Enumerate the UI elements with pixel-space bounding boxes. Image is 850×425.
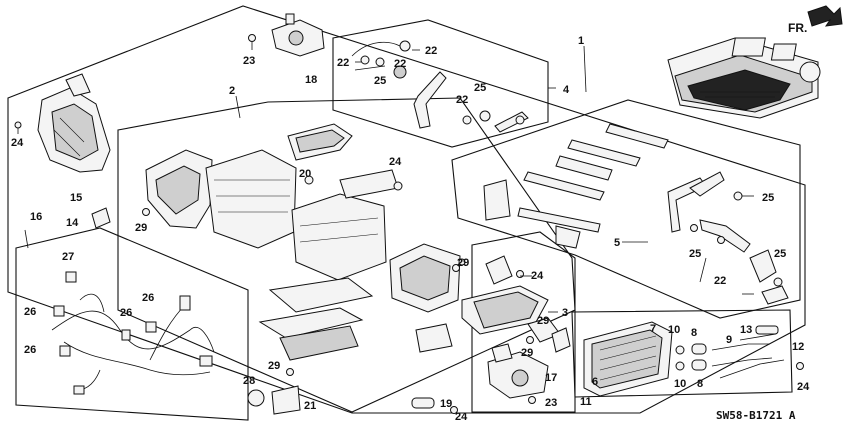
screw-24-right: [796, 362, 804, 370]
callout-14: 14: [66, 217, 79, 229]
callout-29e: 29: [268, 360, 280, 372]
callout-22e: 22: [714, 275, 726, 287]
door-link-parts: [351, 40, 529, 133]
callout-23a: 23: [243, 55, 255, 67]
callout-1: 1: [578, 35, 584, 47]
callout-17: 17: [545, 372, 557, 384]
callout-15: 15: [70, 192, 82, 204]
callout-28: 28: [243, 375, 255, 387]
callout-11: 11: [580, 396, 592, 408]
frame-mode-control: [451, 99, 801, 319]
callout-labels: 1 2 3 4 5 6 7 8 8 9 10 10 11 12 13 14 15…: [11, 35, 810, 423]
recirculation-actuator: [271, 13, 325, 57]
callout-26d: 26: [24, 344, 36, 356]
callout-3: 3: [562, 307, 568, 319]
callout-24a: 24: [11, 137, 24, 149]
callout-29b: 29: [457, 257, 469, 269]
callout-22a: 22: [425, 45, 437, 57]
callout-6: 6: [592, 376, 598, 388]
callout-26b: 26: [24, 306, 36, 318]
bottom-parts: [247, 385, 458, 415]
heater-case-parts: [142, 123, 466, 376]
callout-22c: 22: [394, 58, 406, 70]
frame-harness: [15, 227, 249, 421]
front-direction-label: FR.: [788, 21, 807, 35]
front-direction-arrow: FR.: [788, 5, 843, 35]
group-frames: [7, 5, 806, 421]
callout-27: 27: [62, 251, 74, 263]
callout-9: 9: [726, 334, 732, 346]
frame-door-links: [332, 19, 549, 148]
callout-22d: 22: [456, 94, 468, 106]
callout-25e: 25: [774, 248, 786, 260]
callout-22b: 22: [337, 57, 349, 69]
callout-29a: 29: [135, 222, 147, 234]
diagram-code: SW58-B1721 A: [716, 409, 796, 422]
heater-duct: [37, 73, 111, 173]
callout-19: 19: [440, 398, 452, 410]
callout-29c: 29: [537, 315, 549, 327]
callout-24d: 24: [455, 411, 468, 423]
callout-10b: 10: [674, 378, 686, 390]
callout-24c: 24: [531, 270, 544, 282]
callout-20: 20: [299, 168, 311, 180]
screw-23-top: [248, 34, 256, 50]
callout-25a: 25: [374, 75, 386, 87]
callout-12: 12: [792, 341, 804, 353]
callout-24b: 24: [389, 156, 402, 168]
callout-26c: 26: [120, 307, 132, 319]
frame-heater-case: [117, 97, 576, 413]
frame-heater-assembly: [7, 5, 806, 414]
callout-13: 13: [740, 324, 752, 336]
callout-10a: 10: [668, 324, 680, 336]
callout-16: 16: [30, 211, 42, 223]
callout-18: 18: [305, 74, 317, 86]
callout-4: 4: [563, 84, 570, 96]
callout-2: 2: [229, 85, 235, 97]
front-arrow-icon: [807, 5, 843, 27]
heater-core-parts: [583, 321, 785, 397]
callout-29d: 29: [521, 347, 533, 359]
leader-lines: [24, 45, 754, 313]
callout-7: 7: [650, 323, 656, 335]
screw-24-left: [14, 121, 22, 134]
callout-23b: 23: [545, 397, 557, 409]
callout-25b: 25: [474, 82, 486, 94]
callout-25c: 25: [762, 192, 774, 204]
wire-harness-parts: [51, 207, 215, 395]
callout-8b: 8: [697, 378, 703, 390]
frame-blower-door: [471, 231, 576, 413]
callout-26a: 26: [142, 292, 154, 304]
mode-control-parts: [483, 123, 789, 305]
callout-24e: 24: [797, 381, 810, 393]
callout-25d: 25: [689, 248, 701, 260]
blower-door-parts: [461, 255, 571, 404]
callout-8a: 8: [691, 327, 697, 339]
callout-21: 21: [304, 400, 316, 412]
callout-5: 5: [614, 237, 620, 249]
heater-assembly-complete: [667, 37, 821, 119]
frame-core-group: [571, 309, 793, 398]
